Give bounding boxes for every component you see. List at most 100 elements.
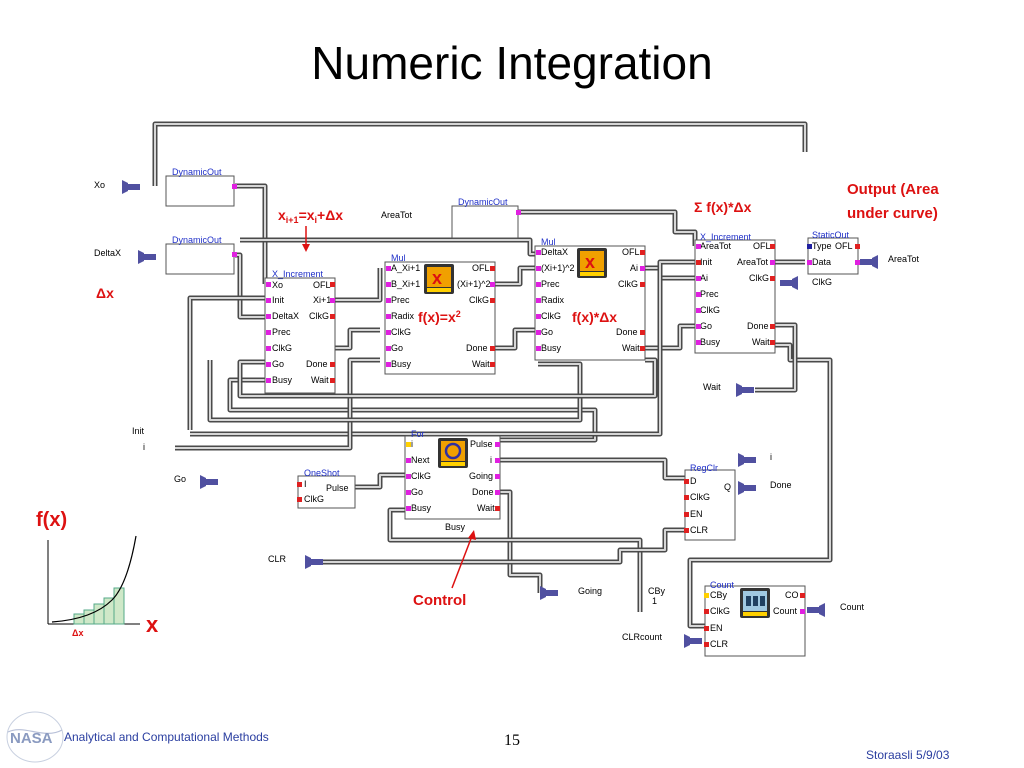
multiply-icon: x — [424, 264, 454, 294]
svg-text:DeltaX: DeltaX — [541, 247, 568, 257]
svg-text:AreaTot: AreaTot — [888, 254, 920, 264]
svg-text:x: x — [146, 612, 159, 637]
svg-text:ClkG: ClkG — [700, 305, 720, 315]
svg-text:RegClr: RegClr — [690, 463, 718, 473]
svg-text:StaticOut: StaticOut — [812, 230, 850, 240]
integration-sketch: f(x) x Δx — [36, 509, 159, 638]
svg-text:Init: Init — [700, 257, 713, 267]
svg-text:ClkG: ClkG — [469, 295, 489, 305]
svg-text:Count: Count — [773, 606, 798, 616]
svg-text:Radix: Radix — [391, 311, 415, 321]
svg-text:CLRcount: CLRcount — [622, 632, 663, 642]
svg-text:X_Increment: X_Increment — [700, 232, 752, 242]
svg-text:Go: Go — [272, 359, 284, 369]
svg-text:Busy: Busy — [445, 522, 466, 532]
svg-text:f(x)*Δx: f(x)*Δx — [572, 309, 617, 325]
mul-block-1: Mul A_Xi+1 B_Xi+1 Prec Radix ClkG Go Bus… — [384, 253, 496, 375]
svg-text:1: 1 — [652, 596, 657, 606]
svg-text:Xo: Xo — [272, 280, 283, 290]
svg-text:Busy: Busy — [391, 359, 412, 369]
svg-text:CLR: CLR — [268, 554, 287, 564]
svg-text:Wait: Wait — [477, 503, 495, 513]
dynamicout-block-3: DynamicOut — [451, 197, 521, 239]
for-block: For i Next ClkG Go Busy Pulse i Going Do… — [404, 429, 501, 532]
svg-text:Xo: Xo — [94, 180, 105, 190]
svg-text:Prec: Prec — [700, 289, 719, 299]
svg-text:f(x)=x2: f(x)=x2 — [418, 309, 461, 325]
svg-text:DynamicOut: DynamicOut — [172, 167, 222, 177]
svg-text:Done: Done — [306, 359, 328, 369]
svg-text:EN: EN — [690, 509, 703, 519]
svg-text:ClkG: ClkG — [304, 494, 324, 504]
annotations: xi+1=xi+Δx Σ f(x)*Δx Output (Area under … — [96, 181, 939, 609]
svg-text:CLR: CLR — [710, 639, 729, 649]
svg-text:Count: Count — [840, 602, 865, 612]
svg-text:Prec: Prec — [391, 295, 410, 305]
dynamicout-block-2: DynamicOut — [165, 235, 237, 275]
svg-text:DynamicOut: DynamicOut — [172, 235, 222, 245]
svg-text:D: D — [690, 476, 697, 486]
svg-text:i: i — [490, 455, 492, 465]
svg-text:Xi+1: Xi+1 — [313, 295, 331, 305]
svg-text:Type: Type — [812, 241, 832, 251]
counter-icon — [740, 588, 770, 618]
svg-text:Δx: Δx — [72, 628, 83, 638]
svg-text:OFL: OFL — [835, 241, 853, 251]
svg-text:Done: Done — [616, 327, 638, 337]
svg-text:Done: Done — [747, 321, 769, 331]
svg-text:Wait: Wait — [311, 375, 329, 385]
svg-text:x: x — [585, 252, 595, 272]
svg-text:Go: Go — [541, 327, 553, 337]
svg-text:ClkG: ClkG — [309, 311, 329, 321]
svg-text:Ai: Ai — [630, 263, 638, 273]
svg-text:Mul: Mul — [391, 253, 406, 263]
svg-text:AreaTot: AreaTot — [381, 210, 413, 220]
regclr-block: RegClr D ClkG EN CLR Q — [684, 463, 736, 541]
wires — [152, 121, 833, 629]
svg-text:ClkG: ClkG — [690, 492, 710, 502]
svg-text:A_Xi+1: A_Xi+1 — [391, 263, 420, 273]
svg-text:Ai: Ai — [700, 273, 708, 283]
svg-text:Radix: Radix — [541, 295, 565, 305]
svg-text:CLR: CLR — [690, 525, 709, 535]
svg-text:Going: Going — [469, 471, 493, 481]
svg-text:OneShot: OneShot — [304, 468, 340, 478]
svg-text:OFL: OFL — [753, 241, 771, 251]
mul-block-2: Mul DeltaX (Xi+1)^2 Prec Radix ClkG Go B… — [534, 237, 646, 361]
svg-text:Mul: Mul — [541, 237, 556, 247]
slide-title: Numeric Integration — [311, 37, 713, 89]
svg-text:f(x): f(x) — [36, 509, 67, 531]
svg-text:i: i — [143, 442, 145, 452]
terminals: Xo DeltaX AreaTot Init i Go CLR Going CB… — [94, 180, 920, 648]
svg-text:Init: Init — [272, 295, 285, 305]
multiply-icon: x — [577, 248, 607, 278]
svg-text:EN: EN — [710, 623, 723, 633]
svg-text:Output (Area: Output (Area — [847, 181, 939, 198]
svg-text:Busy: Busy — [272, 375, 293, 385]
svg-text:Wait: Wait — [622, 343, 640, 353]
svg-text:Count: Count — [710, 580, 735, 590]
svg-text:ClkG: ClkG — [272, 343, 292, 353]
svg-text:ClkG: ClkG — [618, 279, 638, 289]
svg-text:ClkG: ClkG — [391, 327, 411, 337]
svg-text:Wait: Wait — [752, 337, 770, 347]
svg-text:xi+1=xi+Δx: xi+1=xi+Δx — [278, 207, 343, 225]
svg-text:x: x — [432, 268, 442, 288]
svg-text:Wait: Wait — [472, 359, 490, 369]
svg-text:under curve): under curve) — [847, 205, 938, 222]
svg-text:Pulse: Pulse — [326, 483, 349, 493]
svg-text:Going: Going — [578, 586, 602, 596]
svg-text:CO: CO — [785, 590, 799, 600]
svg-text:i: i — [770, 452, 772, 462]
svg-text:For: For — [411, 429, 425, 439]
loop-icon — [438, 438, 468, 468]
svg-text:I: I — [304, 479, 307, 489]
svg-text:Prec: Prec — [541, 279, 560, 289]
svg-text:(Xi+1)^2: (Xi+1)^2 — [541, 263, 575, 273]
svg-text:OFL: OFL — [313, 280, 331, 290]
svg-text:ClkG: ClkG — [541, 311, 561, 321]
svg-text:Next: Next — [411, 455, 430, 465]
svg-text:Done: Done — [770, 480, 792, 490]
nasa-logo: NASA — [4, 710, 66, 764]
svg-text:Go: Go — [700, 321, 712, 331]
